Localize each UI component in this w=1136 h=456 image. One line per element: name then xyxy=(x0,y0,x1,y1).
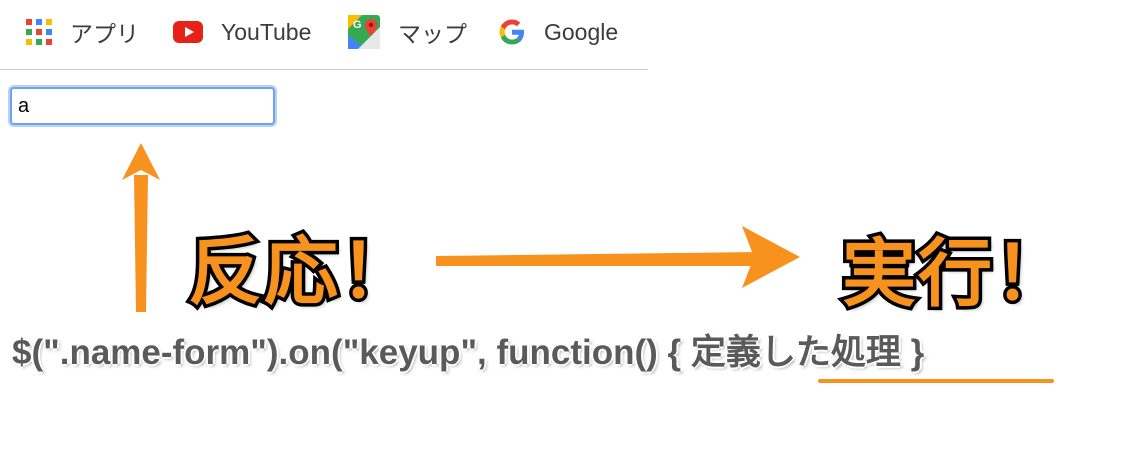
bookmark-maps[interactable]: G マップ xyxy=(348,14,467,50)
bookmark-apps[interactable]: アプリ xyxy=(26,14,139,50)
bookmarks-bar: アプリ YouTube G マップ xyxy=(0,0,648,70)
code-suffix: } xyxy=(910,333,925,372)
highlight-underline xyxy=(818,379,1054,383)
maps-icon: G xyxy=(348,15,380,49)
bookmark-google-label: Google xyxy=(544,18,619,45)
bookmark-maps-label: マップ xyxy=(398,21,467,47)
bookmark-youtube[interactable]: YouTube xyxy=(173,14,311,50)
name-form-input[interactable] xyxy=(10,87,275,125)
execute-label: 実行！ xyxy=(839,228,1072,321)
bookmark-apps-label: アプリ xyxy=(70,21,139,47)
code-prefix: $(".name-form").on("keyup", function() { xyxy=(12,333,682,372)
code-snippet: $(".name-form").on("keyup", function() {… xyxy=(12,324,924,375)
youtube-icon xyxy=(173,21,203,43)
bookmark-google[interactable]: Google xyxy=(498,14,618,50)
bookmark-youtube-label: YouTube xyxy=(221,18,312,45)
apps-grid-icon xyxy=(26,19,52,45)
right-arrow xyxy=(436,226,800,288)
code-body: 定義した処理 xyxy=(681,333,911,372)
google-g-icon xyxy=(498,18,526,46)
react-label: 反応！ xyxy=(185,226,418,319)
up-arrow xyxy=(122,143,160,312)
svg-text:G: G xyxy=(353,19,362,31)
